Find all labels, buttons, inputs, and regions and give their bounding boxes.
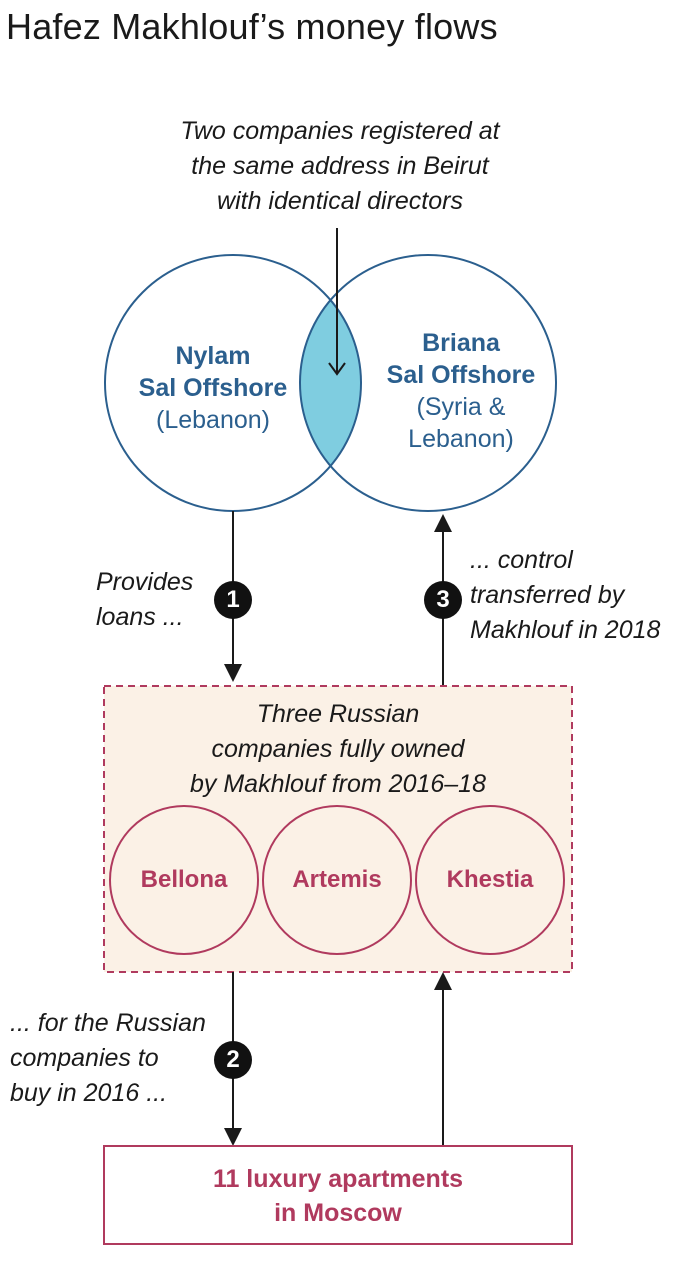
- nylam-label: Nylam Sal Offshore (Lebanon): [113, 340, 313, 436]
- russian-group-caption-line: Three Russian: [256, 700, 420, 728]
- apartments-box: [103, 1145, 573, 1245]
- top-caption: Two companies registered at the same add…: [140, 114, 540, 219]
- step-2-badge: [214, 1041, 252, 1079]
- step-3-caption-line: Makhlouf in 2018: [470, 616, 661, 644]
- step-2-number: 2: [226, 1046, 240, 1073]
- step-3-number: 3: [436, 586, 450, 613]
- russian-group-caption: Three Russian companies fully owned by M…: [110, 697, 566, 802]
- top-caption-line: Two companies registered at: [180, 117, 500, 145]
- page-title: Hafez Makhlouf’s money flows: [6, 6, 498, 47]
- artemis-circle: [262, 805, 412, 955]
- briana-label: Briana Sal Offshore (Syria & Lebanon): [361, 327, 561, 455]
- arrow-up-head: [434, 972, 452, 990]
- step-3-badge: [424, 581, 462, 619]
- step-3-caption: ... control transferred by Makhlouf in 2…: [470, 543, 660, 648]
- khestia-circle: [415, 805, 565, 955]
- arrow-3-head: [434, 514, 452, 532]
- russian-group-caption-line: companies fully owned: [211, 735, 465, 763]
- briana-circle: [299, 254, 557, 512]
- step-2-caption-line: buy in 2016 ...: [10, 1079, 168, 1107]
- step-2-caption: ... for the Russian companies to buy in …: [10, 1006, 206, 1111]
- artemis-label: Artemis: [292, 866, 382, 893]
- nylam-name-line: Nylam: [175, 342, 251, 370]
- apartments-label-line: in Moscow: [274, 1199, 402, 1227]
- step-1-caption-line: loans ...: [96, 603, 184, 631]
- arrow-1-head: [224, 664, 242, 682]
- step-1-badge: [214, 581, 252, 619]
- bellona-label: Bellona: [140, 866, 228, 893]
- russian-companies-box: [103, 685, 573, 973]
- top-caption-line: the same address in Beirut: [191, 152, 489, 180]
- step-1-caption-line: Provides: [96, 568, 194, 596]
- russian-group-caption-line: by Makhlouf from 2016–18: [189, 770, 486, 798]
- step-2-caption-line: ... for the Russian: [10, 1009, 206, 1037]
- briana-country-line: (Syria &: [416, 393, 506, 421]
- nylam-country: (Lebanon): [156, 406, 270, 434]
- khestia-label: Khestia: [446, 866, 534, 893]
- step-1-number: 1: [226, 586, 240, 613]
- step-3-caption-line: transferred by: [470, 581, 625, 609]
- bellona-circle: [109, 805, 259, 955]
- step-3-caption-line: ... control: [470, 546, 573, 574]
- arrow-2-head: [224, 1128, 242, 1146]
- apartments-label: 11 luxury apartments in Moscow: [104, 1162, 572, 1230]
- top-caption-line: with identical directors: [217, 187, 463, 215]
- nylam-name-line: Sal Offshore: [138, 374, 288, 402]
- briana-country-line: Lebanon): [408, 425, 514, 453]
- apartments-label-line: 11 luxury apartments: [212, 1165, 464, 1193]
- step-2-caption-line: companies to: [10, 1044, 159, 1072]
- step-1-caption: Provides loans ...: [96, 565, 193, 635]
- briana-name-line: Sal Offshore: [386, 361, 536, 389]
- briana-name-line: Briana: [422, 329, 500, 357]
- overlap-pointer-arrowhead: [328, 362, 346, 376]
